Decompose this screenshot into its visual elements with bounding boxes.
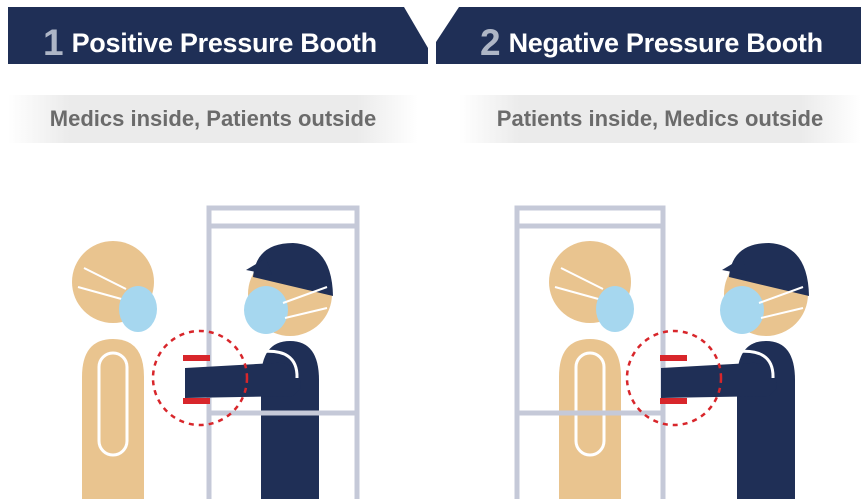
medic-arm-outline (257, 349, 299, 379)
panel-number: 1 (43, 22, 64, 63)
mask-strap-icon (282, 286, 328, 319)
patient-arm-outline (574, 351, 606, 457)
glove-port-circle (625, 329, 723, 427)
glove-marker-bottom (183, 398, 210, 404)
medic-arm (661, 362, 777, 398)
booth-scene (72, 205, 360, 499)
negative-pressure-panel: 2 Negative Pressure Booth Patients insid… (431, 0, 861, 499)
patient-arm-outline (97, 351, 129, 457)
medic-arm-outline (733, 349, 775, 379)
banner: 2 Negative Pressure Booth (431, 0, 861, 72)
face-mask-icon (244, 286, 288, 334)
glove-port (625, 329, 723, 427)
cap-visor (722, 258, 748, 275)
glove-port (151, 329, 249, 427)
medic-figure (661, 243, 809, 499)
face-mask-icon (119, 286, 157, 332)
glove-marker-top (660, 355, 687, 361)
mask-strap-icon (77, 267, 127, 301)
banner: 1 Positive Pressure Booth (0, 0, 430, 72)
panel-subtitle: Medics inside, Patients outside (8, 95, 418, 143)
medic-arm (185, 362, 301, 398)
panel-subtitle: Patients inside, Medics outside (459, 95, 861, 143)
cap-visor (246, 258, 272, 275)
mask-strap-icon (758, 286, 804, 319)
positive-pressure-panel: 1 Positive Pressure Booth Medics inside,… (0, 0, 430, 499)
patient-body (559, 339, 621, 499)
booth-scene (514, 205, 809, 499)
banner-shape (436, 7, 861, 64)
glove-port-circle (151, 329, 249, 427)
panel-title: Positive Pressure Booth (71, 27, 378, 58)
patient-body (82, 339, 144, 499)
banner-shape (8, 7, 428, 64)
face-mask-icon (596, 286, 634, 332)
face-mask-icon (720, 286, 764, 334)
patient-figure (72, 241, 157, 499)
panel-title: Negative Pressure Booth (508, 27, 824, 58)
patient-figure (549, 241, 634, 499)
panel-number: 2 (480, 22, 501, 63)
booth-frame (514, 205, 666, 499)
glove-marker-bottom (660, 398, 687, 404)
medic-figure (185, 243, 333, 499)
mask-strap-icon (554, 267, 604, 301)
booth-frame (206, 205, 360, 499)
medic-cap-icon (729, 243, 809, 296)
banner-heading: 2 Negative Pressure Booth (480, 22, 823, 64)
glove-marker-top (183, 355, 210, 361)
medic-cap-icon (253, 243, 333, 296)
banner-heading: 1 Positive Pressure Booth (43, 22, 377, 64)
